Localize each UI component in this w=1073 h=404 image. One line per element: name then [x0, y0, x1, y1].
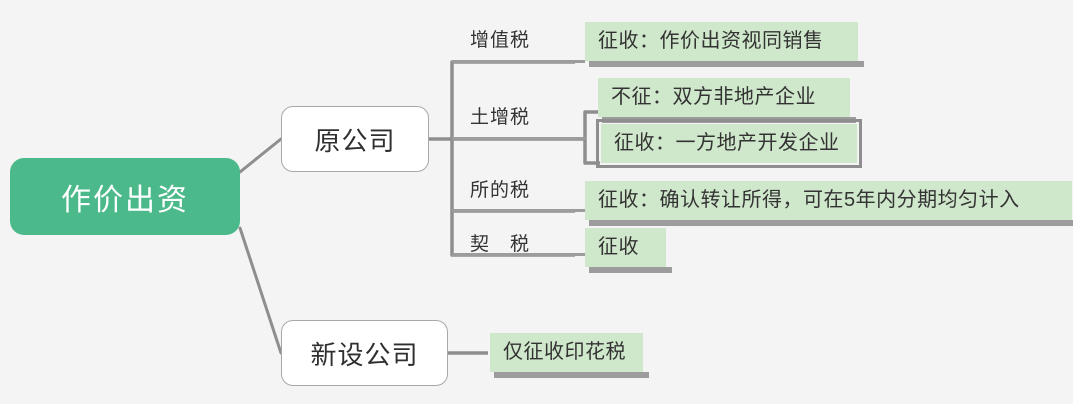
- root-node[interactable]: 作价出资: [10, 158, 240, 235]
- leaf-chip-lat-levied[interactable]: 征收：一方地产开发企业: [596, 119, 862, 168]
- leaf-chip-vat-levied[interactable]: 征收：作价出资视同销售: [585, 22, 864, 67]
- topic-label-land-appreciation-tax[interactable]: 土增税: [470, 107, 531, 128]
- leaf-chip-deed-tax-levied[interactable]: 征收: [585, 228, 672, 273]
- leaf-chip-lat-exempt[interactable]: 不征：双方非地产企业: [598, 78, 856, 123]
- leaf-chip-income-tax-levied[interactable]: 征收：确认转让所得，可在5年内分期均匀计入: [585, 181, 1073, 226]
- leaf-chip-stamp-duty-only[interactable]: 仅征收印花税: [490, 333, 649, 378]
- root-node-label: 作价出资: [61, 183, 189, 217]
- topic-underline-income-tax: [452, 209, 585, 212]
- branch-node-new-company-label: 新设公司: [310, 339, 419, 370]
- topic-label-income-tax[interactable]: 所的税: [470, 180, 531, 201]
- branch-node-original-company[interactable]: 原公司: [281, 106, 429, 172]
- topic-label-vat[interactable]: 增值税: [470, 30, 531, 51]
- topic-underline-land-appreciation-tax: [452, 137, 585, 140]
- branch-node-original-company-label: 原公司: [314, 125, 396, 156]
- branch-node-new-company[interactable]: 新设公司: [281, 320, 448, 386]
- topic-underline-deed-tax: [452, 253, 585, 256]
- topic-label-deed-tax[interactable]: 契 税: [470, 234, 531, 255]
- topic-underline-vat: [452, 60, 585, 63]
